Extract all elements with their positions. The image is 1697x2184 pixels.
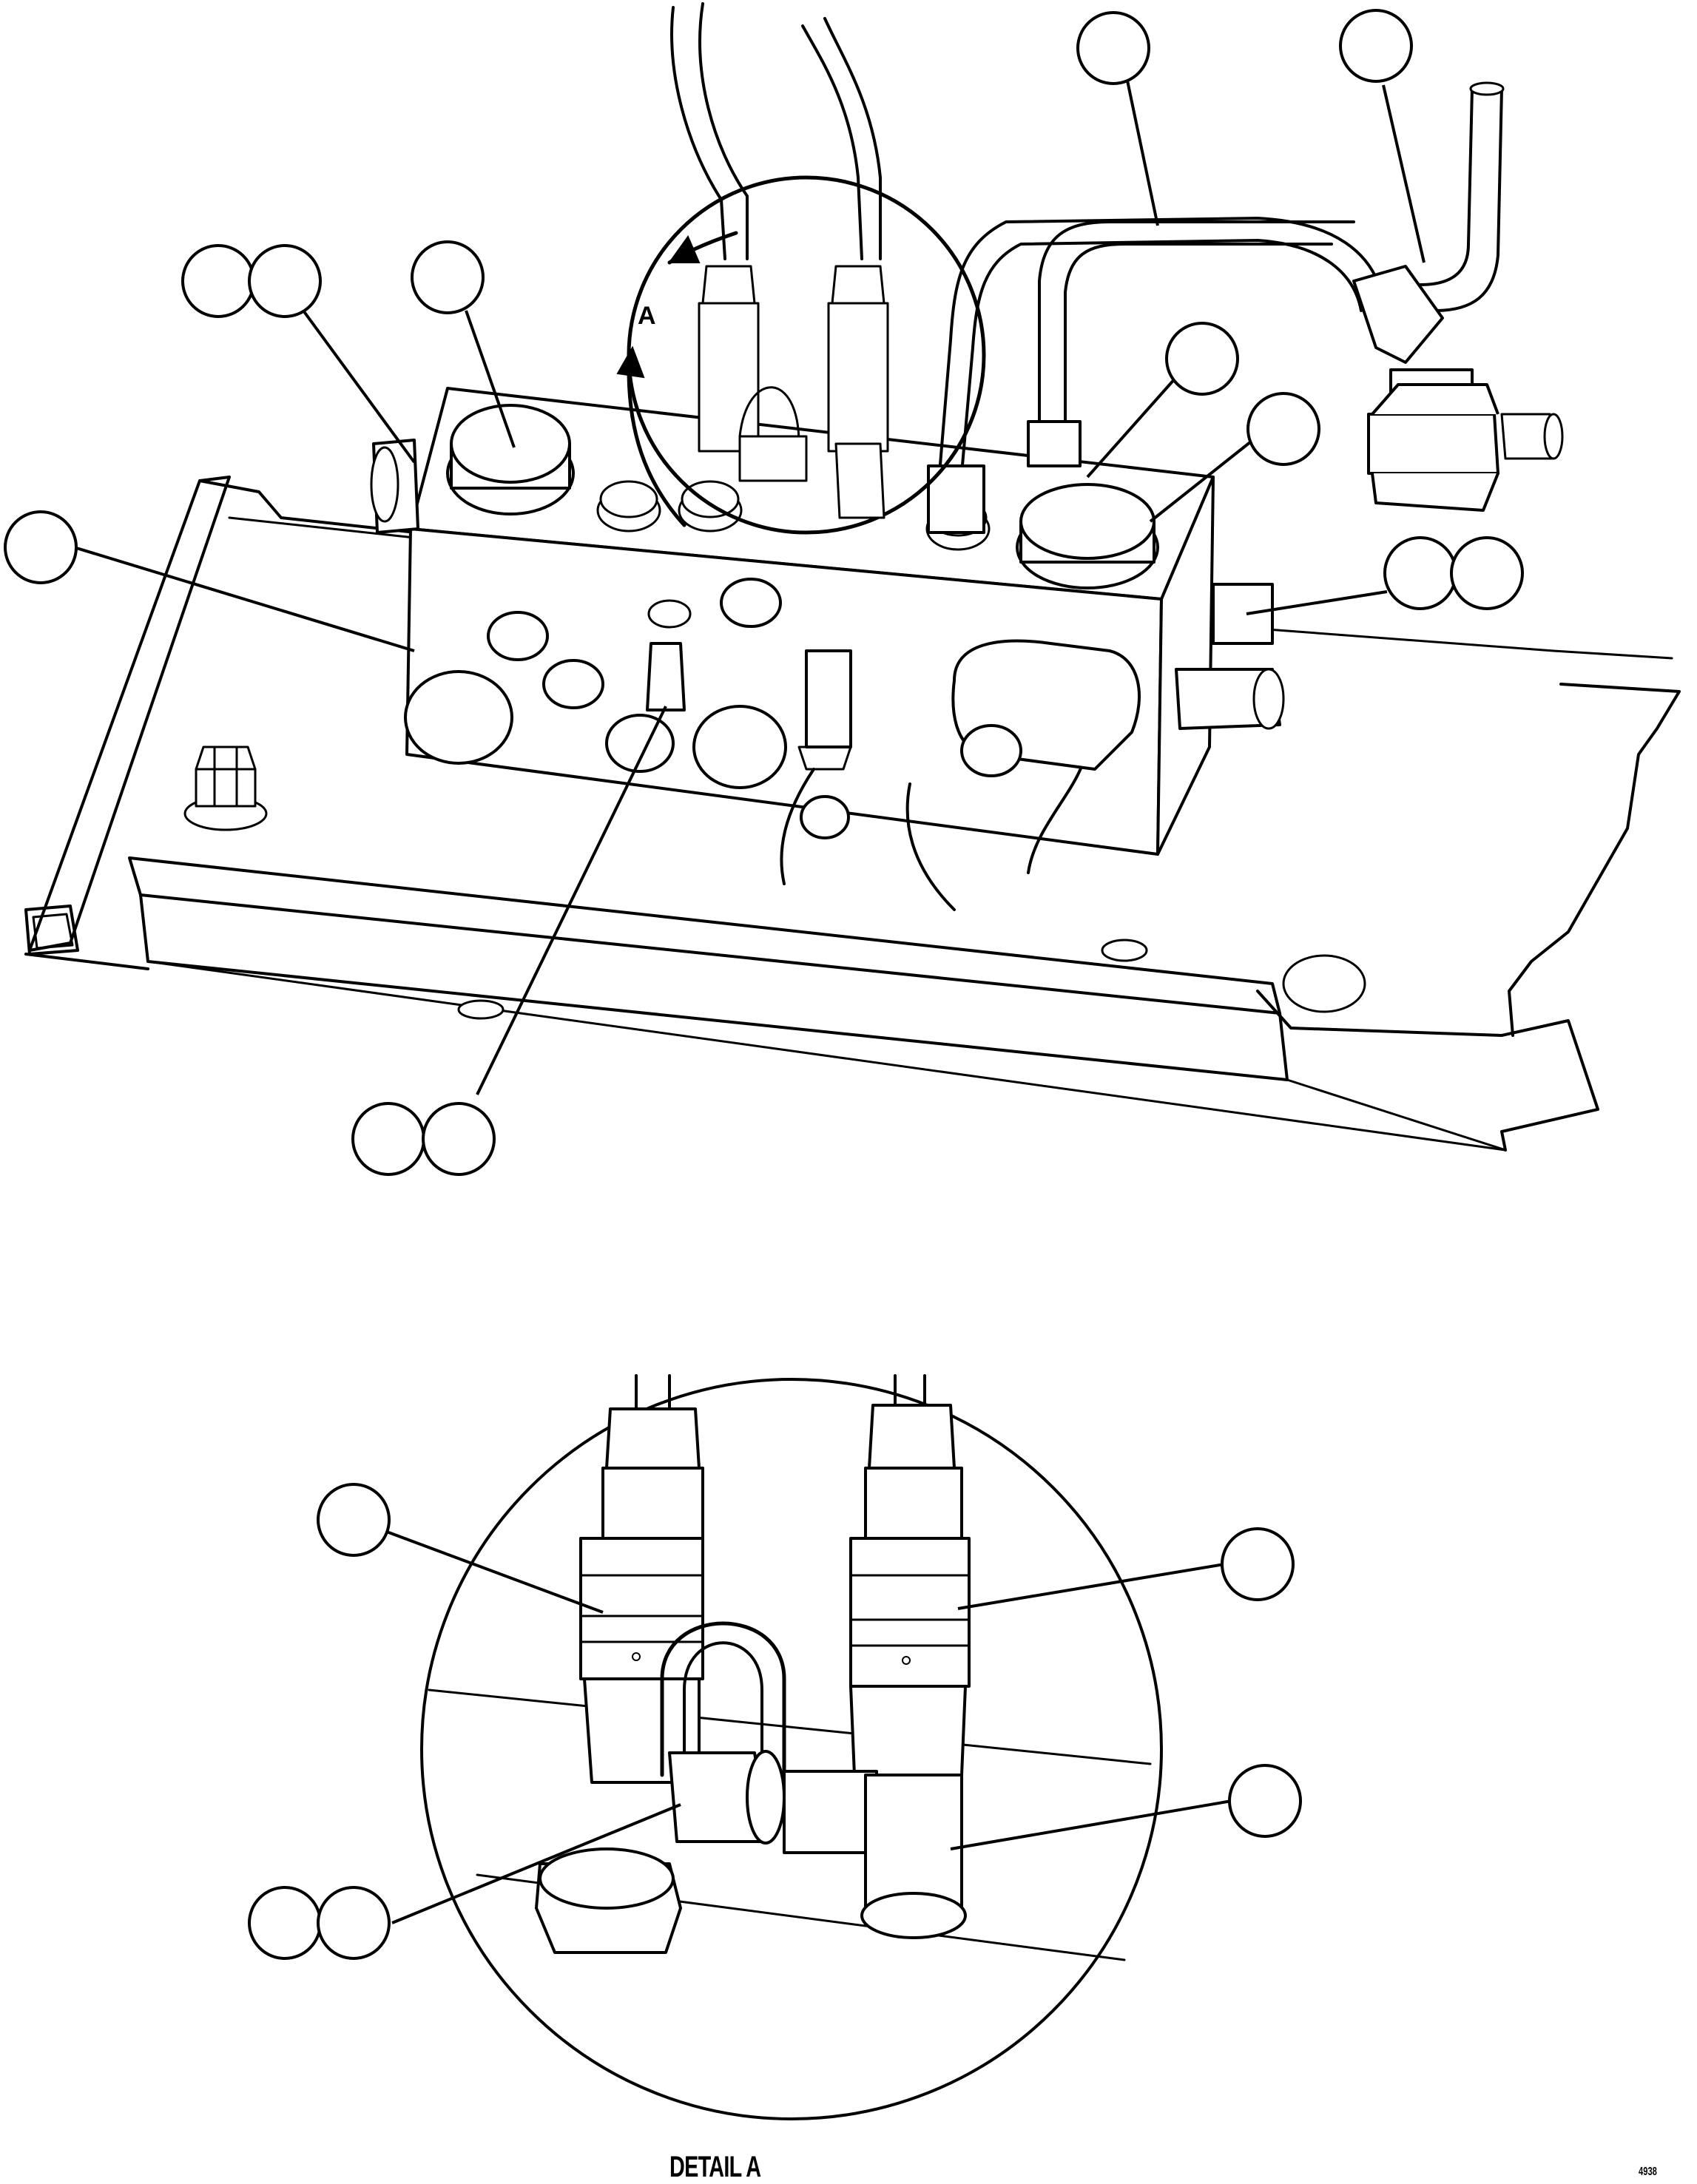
callout-bubble [422, 1102, 496, 1176]
detail-a-circle [627, 175, 986, 535]
callout-bubble [317, 1886, 391, 1960]
callout-bubbles-detail [248, 1483, 1302, 1960]
callout-bubble [248, 244, 322, 318]
frame-bolt [183, 746, 268, 831]
callout-bubble [351, 1102, 425, 1176]
callout-bubble [1246, 392, 1320, 466]
detail-marker-label: A [638, 302, 656, 330]
detail-a-view [420, 1374, 1163, 2120]
detail-view-indicator: A [616, 231, 738, 527]
callout-bubbles-main [4, 9, 1524, 1176]
manifold-block [370, 387, 1285, 911]
callout-bubble [4, 510, 78, 584]
callout-bubble [411, 240, 485, 314]
callout-bubble [1221, 1527, 1295, 1601]
callout-bubble [1339, 9, 1413, 83]
callout-bubble [1076, 11, 1150, 85]
hydraulic-lines [670, 2, 1564, 534]
callout-bubble [181, 244, 255, 318]
callout-bubble [317, 1483, 391, 1557]
document-number: 4938 [1639, 2166, 1657, 2178]
callout-bubble [1165, 322, 1239, 396]
callout-bubble [248, 1886, 322, 1960]
callout-bubble [1450, 536, 1524, 610]
callout-bubble [1383, 536, 1457, 610]
callout-bubble [1228, 1764, 1302, 1838]
detail-caption: DETAIL A [669, 2151, 761, 2183]
